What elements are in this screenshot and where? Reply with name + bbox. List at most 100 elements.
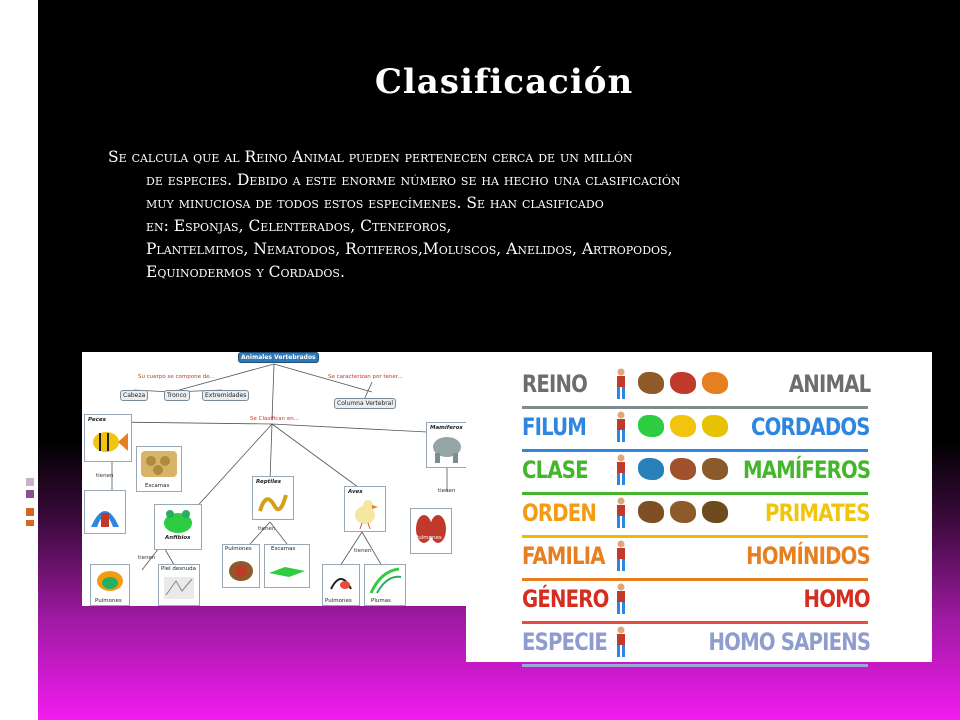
taxonomy-divider [522,578,868,581]
group-label: Aves [348,489,363,495]
animal-icon [638,415,664,437]
taxonomy-name: PRIMATES [765,499,870,527]
leaf-label: Plumas [371,598,391,604]
body-line: de especies. Debido a este enorme número… [146,171,681,189]
gills-icon [91,511,119,527]
animal-icon [670,458,696,480]
group-label: Peces [88,417,106,423]
body-line: en: Esponjas, Celenterados, Cteneforos, [146,217,452,235]
leaf-label: Pulmones [95,598,122,604]
group-card-reptiles: Reptiles [252,476,294,520]
taxonomy-name: CORDADOS [751,413,870,441]
concept-head: Animales Vertebrados [238,352,319,363]
concept-part: Extremidades [202,390,250,401]
taxonomy-rank: GÉNERO [522,585,609,613]
taxonomy-row: GÉNERO HOMO [466,581,932,624]
leaf-label: Pulmones [325,598,352,604]
tienen-label: tienen [258,526,276,532]
concept-link-right: Se caracterizan por tener... [328,374,403,380]
grid-lines-icon [0,0,38,120]
group-card-mamiferos: Mamíferos [426,422,468,468]
group-label: Reptiles [256,479,282,485]
taxonomy-divider [522,492,868,495]
tienen-label: tienen [438,488,456,494]
frog-icon [164,510,192,533]
group-card-anfibios: Anfibios [154,504,202,550]
taxonomy-rank: ORDEN [522,499,597,527]
concept-map-image: Animales Vertebrados Su cuerpo se compon… [82,352,468,606]
taxonomy-image: REINO ANIMAL FILUM CORDADOS CLASE MAMÍFEROS OR… [466,352,932,667]
taxonomy-row: CLASE MAMÍFEROS [466,452,932,495]
taxonomy-divider [522,664,868,667]
concept-part: Tronco [164,390,190,401]
taxonomy-rank: REINO [522,370,588,398]
taxonomy-rank: CLASE [522,456,589,484]
taxonomy-name: MAMÍFEROS [742,456,871,484]
group-label: Mamíferos [430,425,463,431]
taxonomy-row: ORDEN PRIMATES [466,495,932,538]
slide-title: Clasificación [374,62,634,102]
leaf-card-escamas-rep: Escamas [264,544,310,588]
taxonomy-rank: FILUM [522,413,587,441]
leaf-card-pulmones-rep: Pulmones [222,544,260,588]
leaf-label: Piel desnuda [161,566,196,572]
taxonomy-row: ESPECIE HOMO SAPIENS [466,624,932,667]
leaf-label: Pulmones [415,535,442,541]
taxonomy-divider [522,535,868,538]
taxonomy-name: HOMÍNIDOS [746,542,871,570]
scales-icon [141,451,177,477]
turtle-icon [229,561,253,581]
crocodile-icon [269,567,305,577]
human-figure-icon [617,454,625,485]
accent-square-icon [26,508,34,516]
body-line: Se calcula que al Reino Animal pueden pe… [108,148,633,166]
tienen-label: tienen [354,548,372,554]
taxonomy-divider [522,449,868,452]
taxonomy-name: HOMO [803,585,871,613]
leaf-card-escamas: Escamas [136,446,182,492]
bird-lungs-icon [330,578,352,590]
taxonomy-name: ANIMAL [788,370,871,398]
animal-icon [702,458,728,480]
taxonomy-rank: ESPECIE [522,628,608,656]
taxonomy-divider [522,621,868,624]
accent-square-icon [26,478,34,486]
accent-square-icon [26,520,34,526]
animal-icon [702,372,728,394]
human-figure-icon [617,626,625,657]
slide-body: Se calcula que al Reino Animal pueden pe… [108,146,888,284]
human-figure-icon [617,411,625,442]
group-label: Anfibios [165,535,191,541]
left-decor-bar [0,0,38,720]
snake-icon [258,494,288,512]
feathers-icon [369,567,402,594]
elephant-icon [433,437,461,463]
body-line: Plantelmitos, Nematodos, Rotiferos,Molus… [146,240,673,258]
animal-icon [638,372,664,394]
taxonomy-divider [522,406,868,409]
accent-square-icon [26,490,34,498]
taxonomy-row: REINO ANIMAL [466,366,932,409]
tienen-label: tienen [96,473,114,479]
human-figure-icon [617,368,625,399]
leaf-card-pulmones: Pulmones [90,564,130,606]
group-card-aves: Aves [344,486,386,532]
leaf-label: Escamas [145,483,170,489]
leaf-label: Pulmones [225,546,252,552]
taxonomy-name: HOMO SAPIENS [708,628,871,656]
bird-icon [355,500,378,529]
animal-icon [702,501,728,523]
animal-icon [702,415,728,437]
animal-icon [638,458,664,480]
frog-lungs-icon [97,571,123,591]
animal-icon [638,501,664,523]
concept-link-classify: Se Clasifican en... [250,416,299,422]
human-figure-icon [617,583,625,614]
concept-link-left: Su cuerpo se compone de... [138,374,215,380]
leaf-card-pulmones-mam: Pulmones [410,508,452,554]
group-card-peces: Peces [84,414,132,462]
human-lungs-icon [416,515,446,543]
taxonomy-rank: FAMILIA [522,542,605,570]
leaf-card-piel: Piel desnuda [158,564,200,606]
